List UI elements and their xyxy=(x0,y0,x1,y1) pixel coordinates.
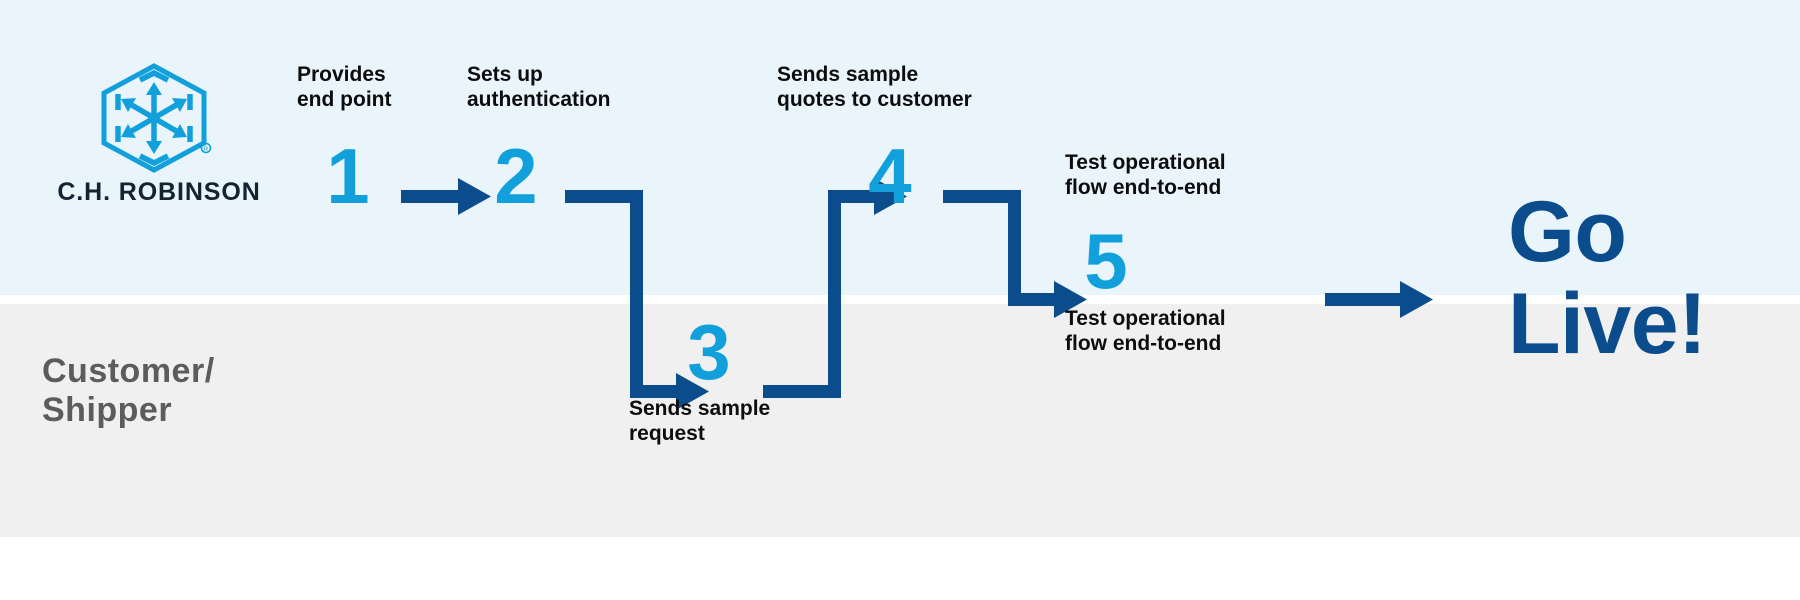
step-number-5: 5 xyxy=(1084,217,1128,305)
provider-lane-band xyxy=(0,0,1800,295)
step-number-3: 3 xyxy=(687,308,731,396)
svg-text:R: R xyxy=(204,147,209,153)
step-caption-2: Sets up authentication xyxy=(467,63,611,111)
step-caption-4: Sends sample quotes to customer xyxy=(777,63,972,111)
canvas-footer xyxy=(0,537,1800,600)
step-caption-3: Sends sample request xyxy=(629,397,771,445)
customer-lane-band xyxy=(0,304,1800,537)
go-live-label: Go Live! xyxy=(1508,184,1707,372)
customer-lane-label: Customer/ Shipper xyxy=(42,352,215,430)
step-caption-5-above: Test operational flow end-to-end xyxy=(1065,151,1226,199)
step-number-4: 4 xyxy=(868,132,912,220)
step-caption-5-below: Test operational flow end-to-end xyxy=(1065,307,1226,355)
ch-robinson-logo-icon: R xyxy=(96,62,216,174)
step-number-2: 2 xyxy=(494,132,538,220)
lane-divider xyxy=(0,295,1800,304)
brand-name: C.H. ROBINSON xyxy=(57,178,261,206)
step-caption-1: Provides end point xyxy=(297,63,392,111)
step-number-1: 1 xyxy=(326,132,370,220)
